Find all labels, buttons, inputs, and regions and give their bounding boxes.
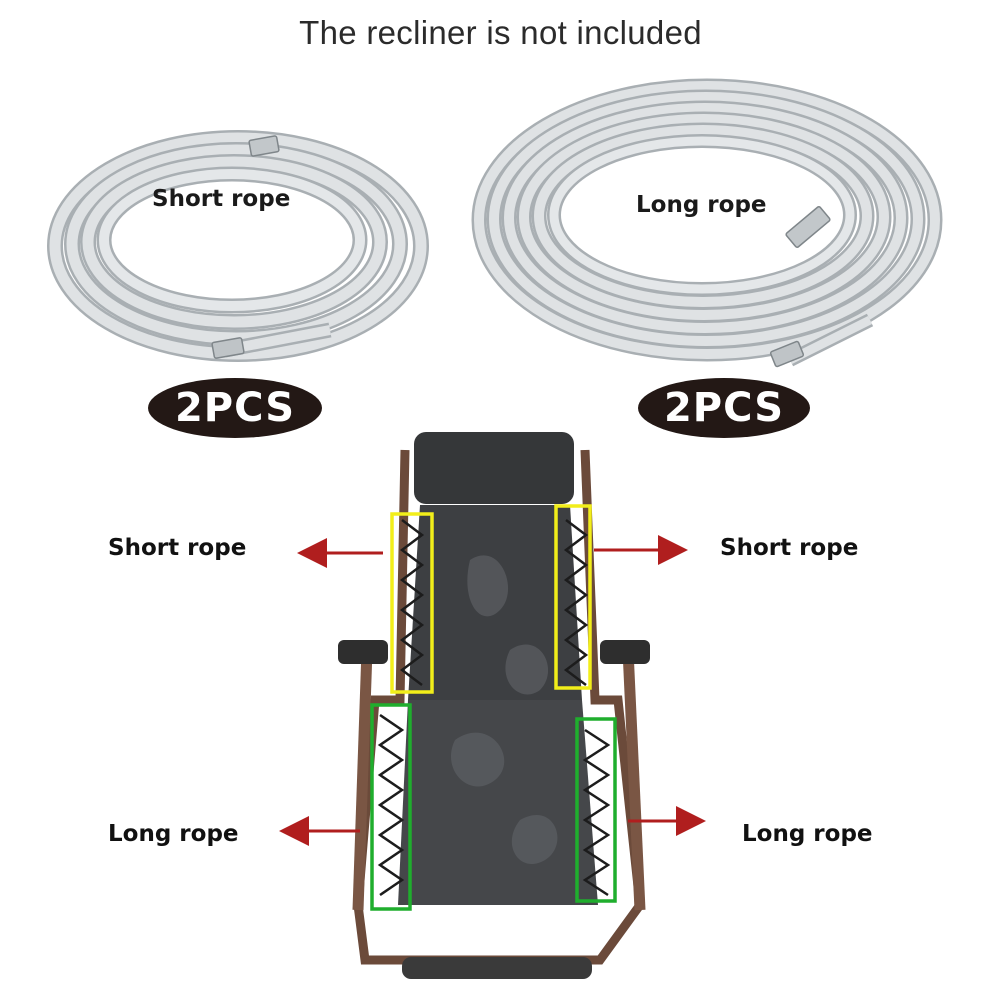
short-rope-coil-label: Short rope	[152, 186, 291, 212]
armrest-right	[600, 640, 650, 664]
long-rope-box-right	[575, 717, 617, 903]
rope-end-clip	[211, 337, 245, 359]
callout-short-rope-right: Short rope	[720, 535, 859, 561]
callout-long-rope-left: Long rope	[108, 821, 239, 847]
short-rope-box-right	[554, 504, 592, 690]
quantity-badge-left: 2PCS	[148, 378, 322, 438]
long-rope-coil	[471, 78, 943, 368]
quantity-badge-right: 2PCS	[638, 378, 810, 438]
recliner-chair	[338, 432, 650, 979]
callout-long-rope-right: Long rope	[742, 821, 873, 847]
long-rope-coil-label: Long rope	[636, 192, 767, 218]
short-rope-box-left	[390, 512, 434, 694]
rope-end-clip	[769, 340, 805, 368]
armrest-left	[338, 640, 388, 664]
short-rope-coil	[47, 130, 429, 362]
callout-short-rope-left: Short rope	[108, 535, 247, 561]
rope-end-clip	[248, 135, 280, 157]
notice-text: The recliner is not included	[299, 14, 702, 51]
rope-end-clip	[785, 206, 831, 248]
foot-rail	[402, 957, 592, 979]
seat-fabric	[398, 700, 598, 905]
long-rope-box-left	[370, 703, 412, 911]
headrest	[414, 432, 574, 504]
